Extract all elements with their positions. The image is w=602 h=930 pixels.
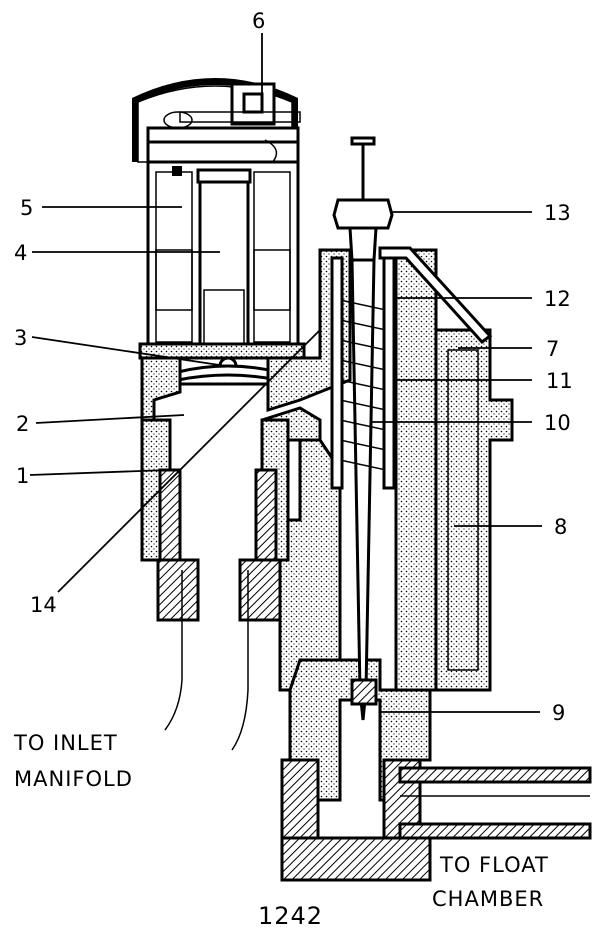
callout-14: 14 bbox=[30, 593, 57, 617]
caption-float-line2: CHAMBER bbox=[432, 887, 544, 911]
dome-cover bbox=[132, 78, 298, 163]
top-cover-plate bbox=[378, 246, 493, 345]
inlet-flange-right bbox=[238, 418, 290, 622]
callout-6: 6 bbox=[252, 9, 265, 33]
callout-8: 8 bbox=[554, 515, 567, 539]
callout-3: 3 bbox=[14, 326, 27, 350]
callout-2: 2 bbox=[16, 412, 29, 436]
upper-housing bbox=[146, 126, 300, 189]
callout-13: 13 bbox=[544, 201, 571, 225]
callout-9: 9 bbox=[552, 701, 565, 725]
callout-5: 5 bbox=[20, 196, 33, 220]
callout-7: 7 bbox=[546, 337, 559, 361]
jet-seat bbox=[350, 678, 378, 706]
caption-inlet-line1: TO INLET bbox=[13, 731, 118, 755]
armature-piston bbox=[196, 168, 252, 354]
caption-float-line1: TO FLOAT bbox=[439, 853, 549, 877]
needle-spring bbox=[339, 299, 387, 471]
leader-lines bbox=[29, 33, 542, 713]
callout-10: 10 bbox=[544, 411, 571, 435]
inlet-pipe-left bbox=[164, 570, 183, 731]
float-chamber-passage bbox=[280, 758, 592, 882]
main-body-casting bbox=[140, 248, 514, 802]
callout-11: 11 bbox=[546, 369, 573, 393]
vent-fitting bbox=[163, 82, 301, 129]
figure-number: 1242 bbox=[258, 902, 323, 930]
callout-12: 12 bbox=[544, 287, 571, 311]
coil-base-plate bbox=[138, 342, 306, 360]
callout-4: 4 bbox=[14, 241, 27, 265]
inlet-flange-left bbox=[140, 418, 200, 622]
inlet-pipe-right bbox=[231, 570, 249, 751]
caption-inlet-line2: MANIFOLD bbox=[14, 767, 133, 791]
callout-1: 1 bbox=[16, 464, 29, 488]
